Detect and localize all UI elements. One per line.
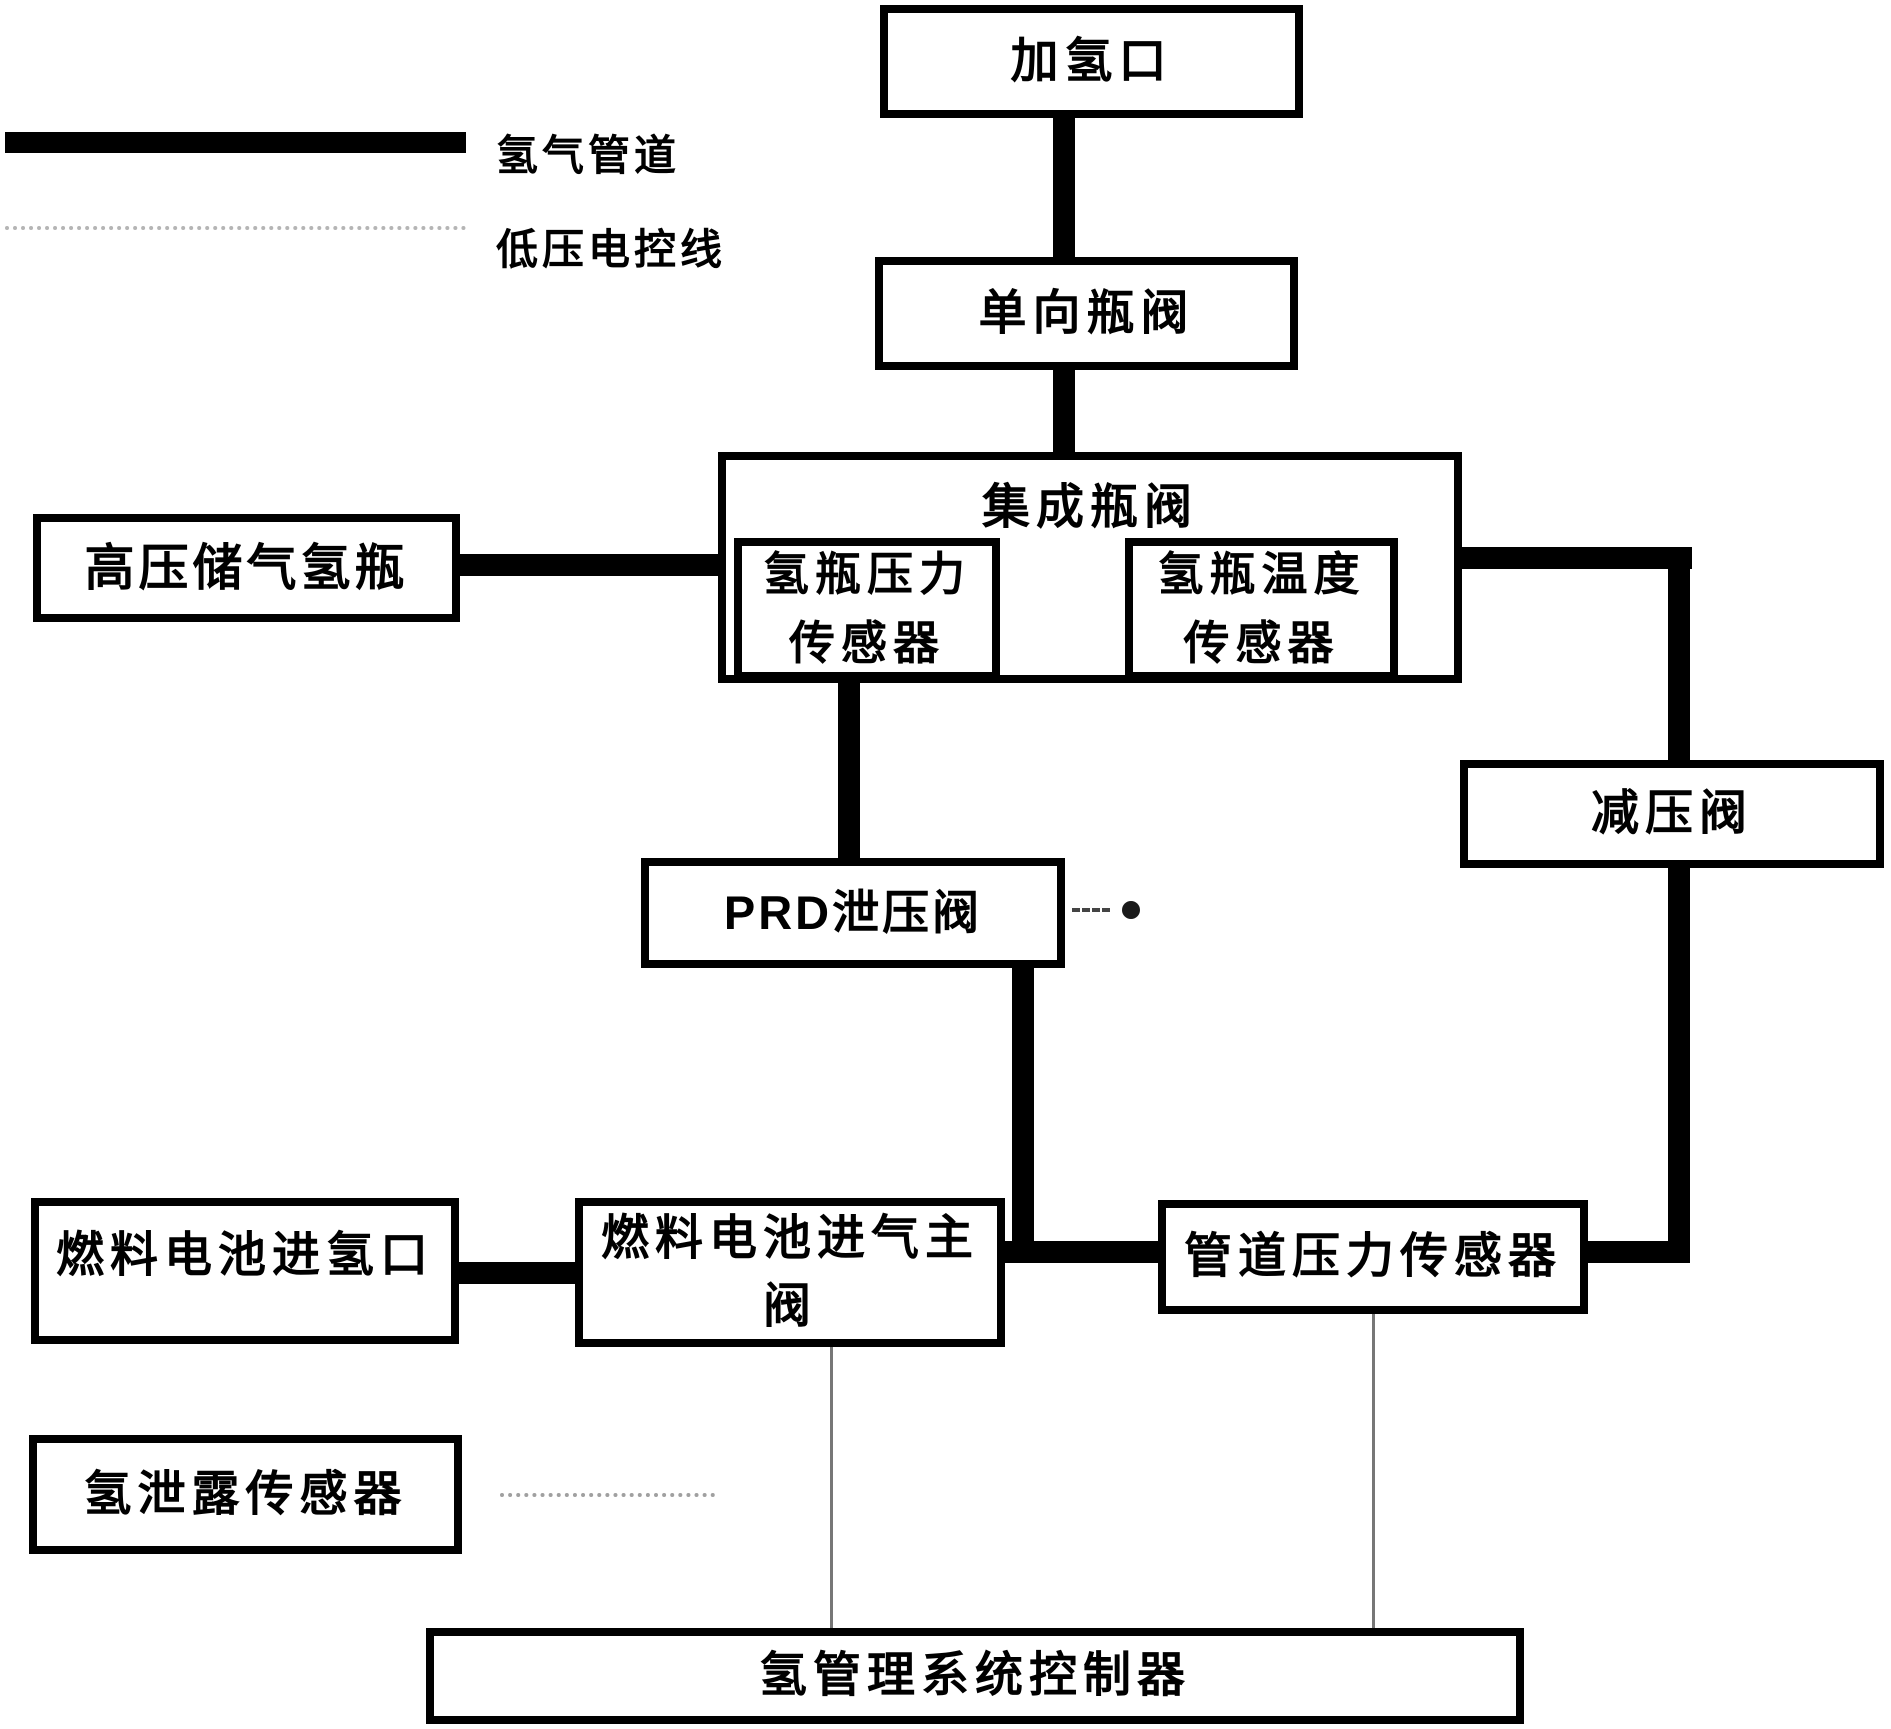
pipe-fillport-to-checkvalve <box>1053 116 1075 259</box>
node-bottle-pressure-sensor: 氢瓶压力 传感器 <box>734 538 1000 680</box>
node-fuel-cell-intake-main-valve: 燃料电池进气主 阀 <box>575 1198 1005 1347</box>
node-one-way-bottle-valve: 单向瓶阀 <box>875 257 1298 370</box>
label-prd-relief-valve: PRD泄压阀 <box>723 885 983 939</box>
prd-control-dashes <box>1072 908 1110 912</box>
pipe-pressuresensor-to-prd <box>838 676 860 860</box>
label-one-way-bottle-valve: 单向瓶阀 <box>978 286 1195 340</box>
node-high-pressure-hydrogen-bottle: 高压储气氢瓶 <box>33 514 460 622</box>
label-pipeline-pressure-sensor: 管道压力传感器 <box>1183 1230 1562 1283</box>
node-hydrogen-leak-sensor: 氢泄露传感器 <box>29 1435 462 1554</box>
label-fuel-cell-hydrogen-inlet: 燃料电池进氢口 <box>55 1229 434 1282</box>
label-bottle-temperature-sensor: 氢瓶温度 传感器 <box>1157 548 1366 669</box>
legend-pipe-label: 氢气管道 <box>496 132 681 179</box>
pipe-integratedvalve-right-horizontal <box>1456 547 1692 569</box>
label-integrated-bottle-valve: 集成瓶阀 <box>981 481 1198 534</box>
label-pressure-reducing-valve: 减压阀 <box>1590 787 1753 840</box>
legend-control-label: 低压电控线 <box>496 226 727 273</box>
node-fuel-cell-hydrogen-inlet: 燃料电池进氢口 <box>31 1198 459 1344</box>
node-pressure-reducing-valve: 减压阀 <box>1460 760 1884 868</box>
wire-mainvalve-to-controller <box>830 1345 833 1630</box>
node-prd-relief-valve: PRD泄压阀 <box>641 858 1065 968</box>
prd-control-dot <box>1122 901 1140 919</box>
pipe-down-to-reducingvalve <box>1668 547 1690 762</box>
pipe-prd-down <box>1012 966 1034 1263</box>
legend-control-line-sample <box>5 226 466 230</box>
label-hydrogen-filling-port: 加氢口 <box>1010 34 1173 88</box>
pipe-checkvalve-to-integratedvalve <box>1053 368 1075 458</box>
pipe-fcinlet-to-mainvalve <box>457 1262 577 1284</box>
label-fuel-cell-intake-main-valve: 燃料电池进气主 阀 <box>600 1212 979 1333</box>
node-hydrogen-management-controller: 氢管理系统控制器 <box>426 1628 1524 1724</box>
pipe-into-pipesensor-right <box>1586 1241 1690 1263</box>
legend-pipe-line-sample <box>5 132 466 153</box>
label-high-pressure-hydrogen-bottle: 高压储气氢瓶 <box>84 539 409 596</box>
label-hydrogen-leak-sensor: 氢泄露传感器 <box>83 1467 408 1521</box>
node-hydrogen-filling-port: 加氢口 <box>880 5 1303 118</box>
pipe-reducingvalve-down <box>1668 866 1690 1263</box>
leaksensor-control-dashes <box>500 1493 715 1497</box>
pipe-hpbottle-to-integratedvalve <box>458 554 724 576</box>
node-bottle-temperature-sensor: 氢瓶温度 传感器 <box>1125 538 1398 680</box>
node-pipeline-pressure-sensor: 管道压力传感器 <box>1158 1200 1588 1314</box>
label-bottle-pressure-sensor: 氢瓶压力 传感器 <box>763 548 971 669</box>
label-hydrogen-management-controller: 氢管理系统控制器 <box>758 1649 1191 1702</box>
wire-pipesensor-to-controller <box>1372 1312 1375 1630</box>
pipe-mainvalve-to-pipesensor <box>1003 1241 1160 1263</box>
